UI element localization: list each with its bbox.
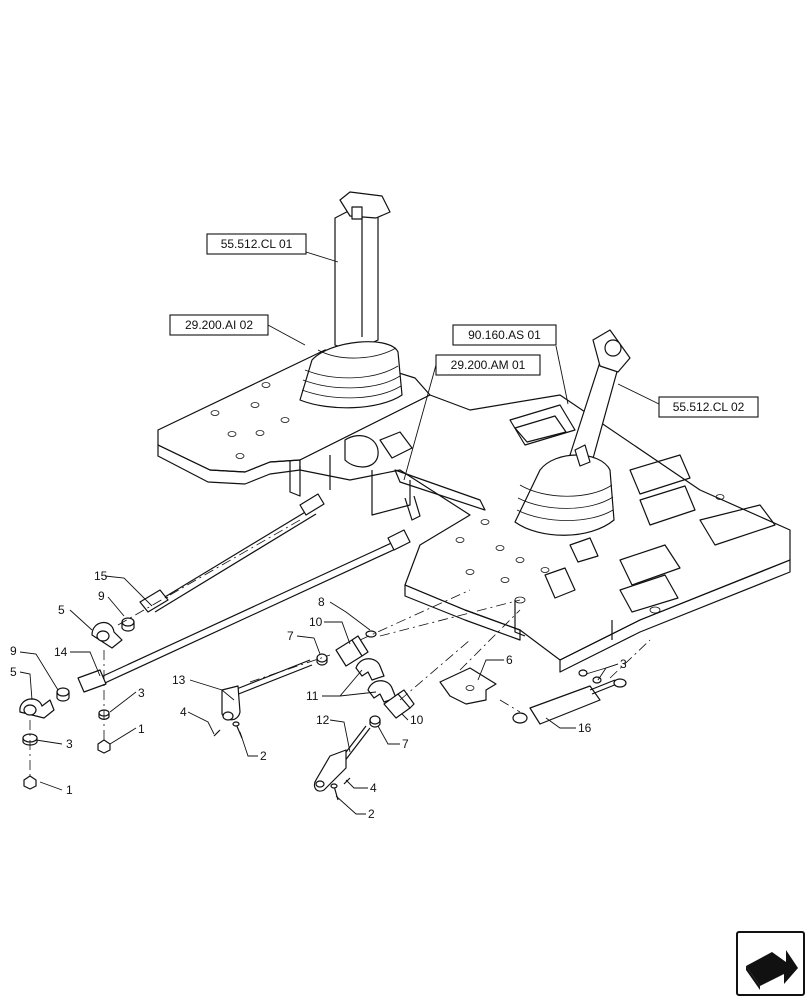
callout-13: 13 xyxy=(172,673,186,687)
callout-3-left: 3 xyxy=(66,737,73,751)
callout-12: 12 xyxy=(316,713,330,727)
callout-1-left: 1 xyxy=(66,783,73,797)
callout-3-right: 3 xyxy=(620,657,627,671)
reference-label-55-512-cl-01: 55.512.CL 01 xyxy=(206,233,307,255)
floor-slots xyxy=(509,404,776,613)
svg-text:29.200.AI 02: 29.200.AI 02 xyxy=(185,318,253,332)
callout-11: 11 xyxy=(306,689,319,703)
callout-2-bottom: 2 xyxy=(368,807,375,821)
callout-7-top: 7 xyxy=(287,629,294,643)
callout-14: 14 xyxy=(54,645,68,659)
callout-numbers: 15 9 5 9 14 5 3 1 3 1 8 7 10 13 4 2 11 1… xyxy=(10,569,627,821)
floor-holes xyxy=(210,382,725,614)
left-joystick xyxy=(299,191,403,409)
svg-text:55.512.CL 01: 55.512.CL 01 xyxy=(221,237,293,251)
next-page-arrow-icon[interactable] xyxy=(736,931,805,996)
callout-5-top: 5 xyxy=(58,603,65,617)
callout-7-bottom: 7 xyxy=(402,737,409,751)
svg-text:29.200.AM 01: 29.200.AM 01 xyxy=(451,358,526,372)
reference-label-29-200-ai-02: 29.200.AI 02 xyxy=(169,314,269,336)
svg-text:90.160.AS 01: 90.160.AS 01 xyxy=(468,328,541,342)
installation-lines xyxy=(117,519,651,713)
callout-4-left: 4 xyxy=(180,705,187,719)
rod-14 xyxy=(77,529,411,693)
callout-1-mid: 1 xyxy=(138,722,145,736)
callout-leaders xyxy=(19,575,619,815)
svg-text:55.512.CL 02: 55.512.CL 02 xyxy=(673,400,745,414)
rod-15 xyxy=(139,493,325,613)
callout-16: 16 xyxy=(578,721,592,735)
callout-10-top: 10 xyxy=(309,615,323,629)
reference-label-55-512-cl-02: 55.512.CL 02 xyxy=(658,396,759,418)
bracket-6 xyxy=(439,667,497,705)
left-rod-end-parts xyxy=(19,617,135,790)
callout-3-mid: 3 xyxy=(138,686,145,700)
reference-label-90-160-as-01: 90.160.AS 01 xyxy=(452,324,557,346)
reference-leaders xyxy=(267,251,660,481)
gas-strut-16 xyxy=(512,669,627,725)
callout-2-left: 2 xyxy=(260,749,267,763)
callout-9-left: 9 xyxy=(10,644,17,658)
under-floor-linkage xyxy=(344,431,599,599)
center-linkage-parts xyxy=(213,630,415,801)
callout-4-bottom: 4 xyxy=(370,781,377,795)
callout-8: 8 xyxy=(318,595,325,609)
callout-5-left: 5 xyxy=(10,665,17,679)
right-joystick xyxy=(514,329,631,536)
callout-6: 6 xyxy=(506,653,513,667)
callout-15: 15 xyxy=(94,569,108,583)
callout-9-top: 9 xyxy=(98,589,105,603)
reference-label-29-200-am-01: 29.200.AM 01 xyxy=(435,354,541,376)
callout-10-bottom: 10 xyxy=(410,713,424,727)
